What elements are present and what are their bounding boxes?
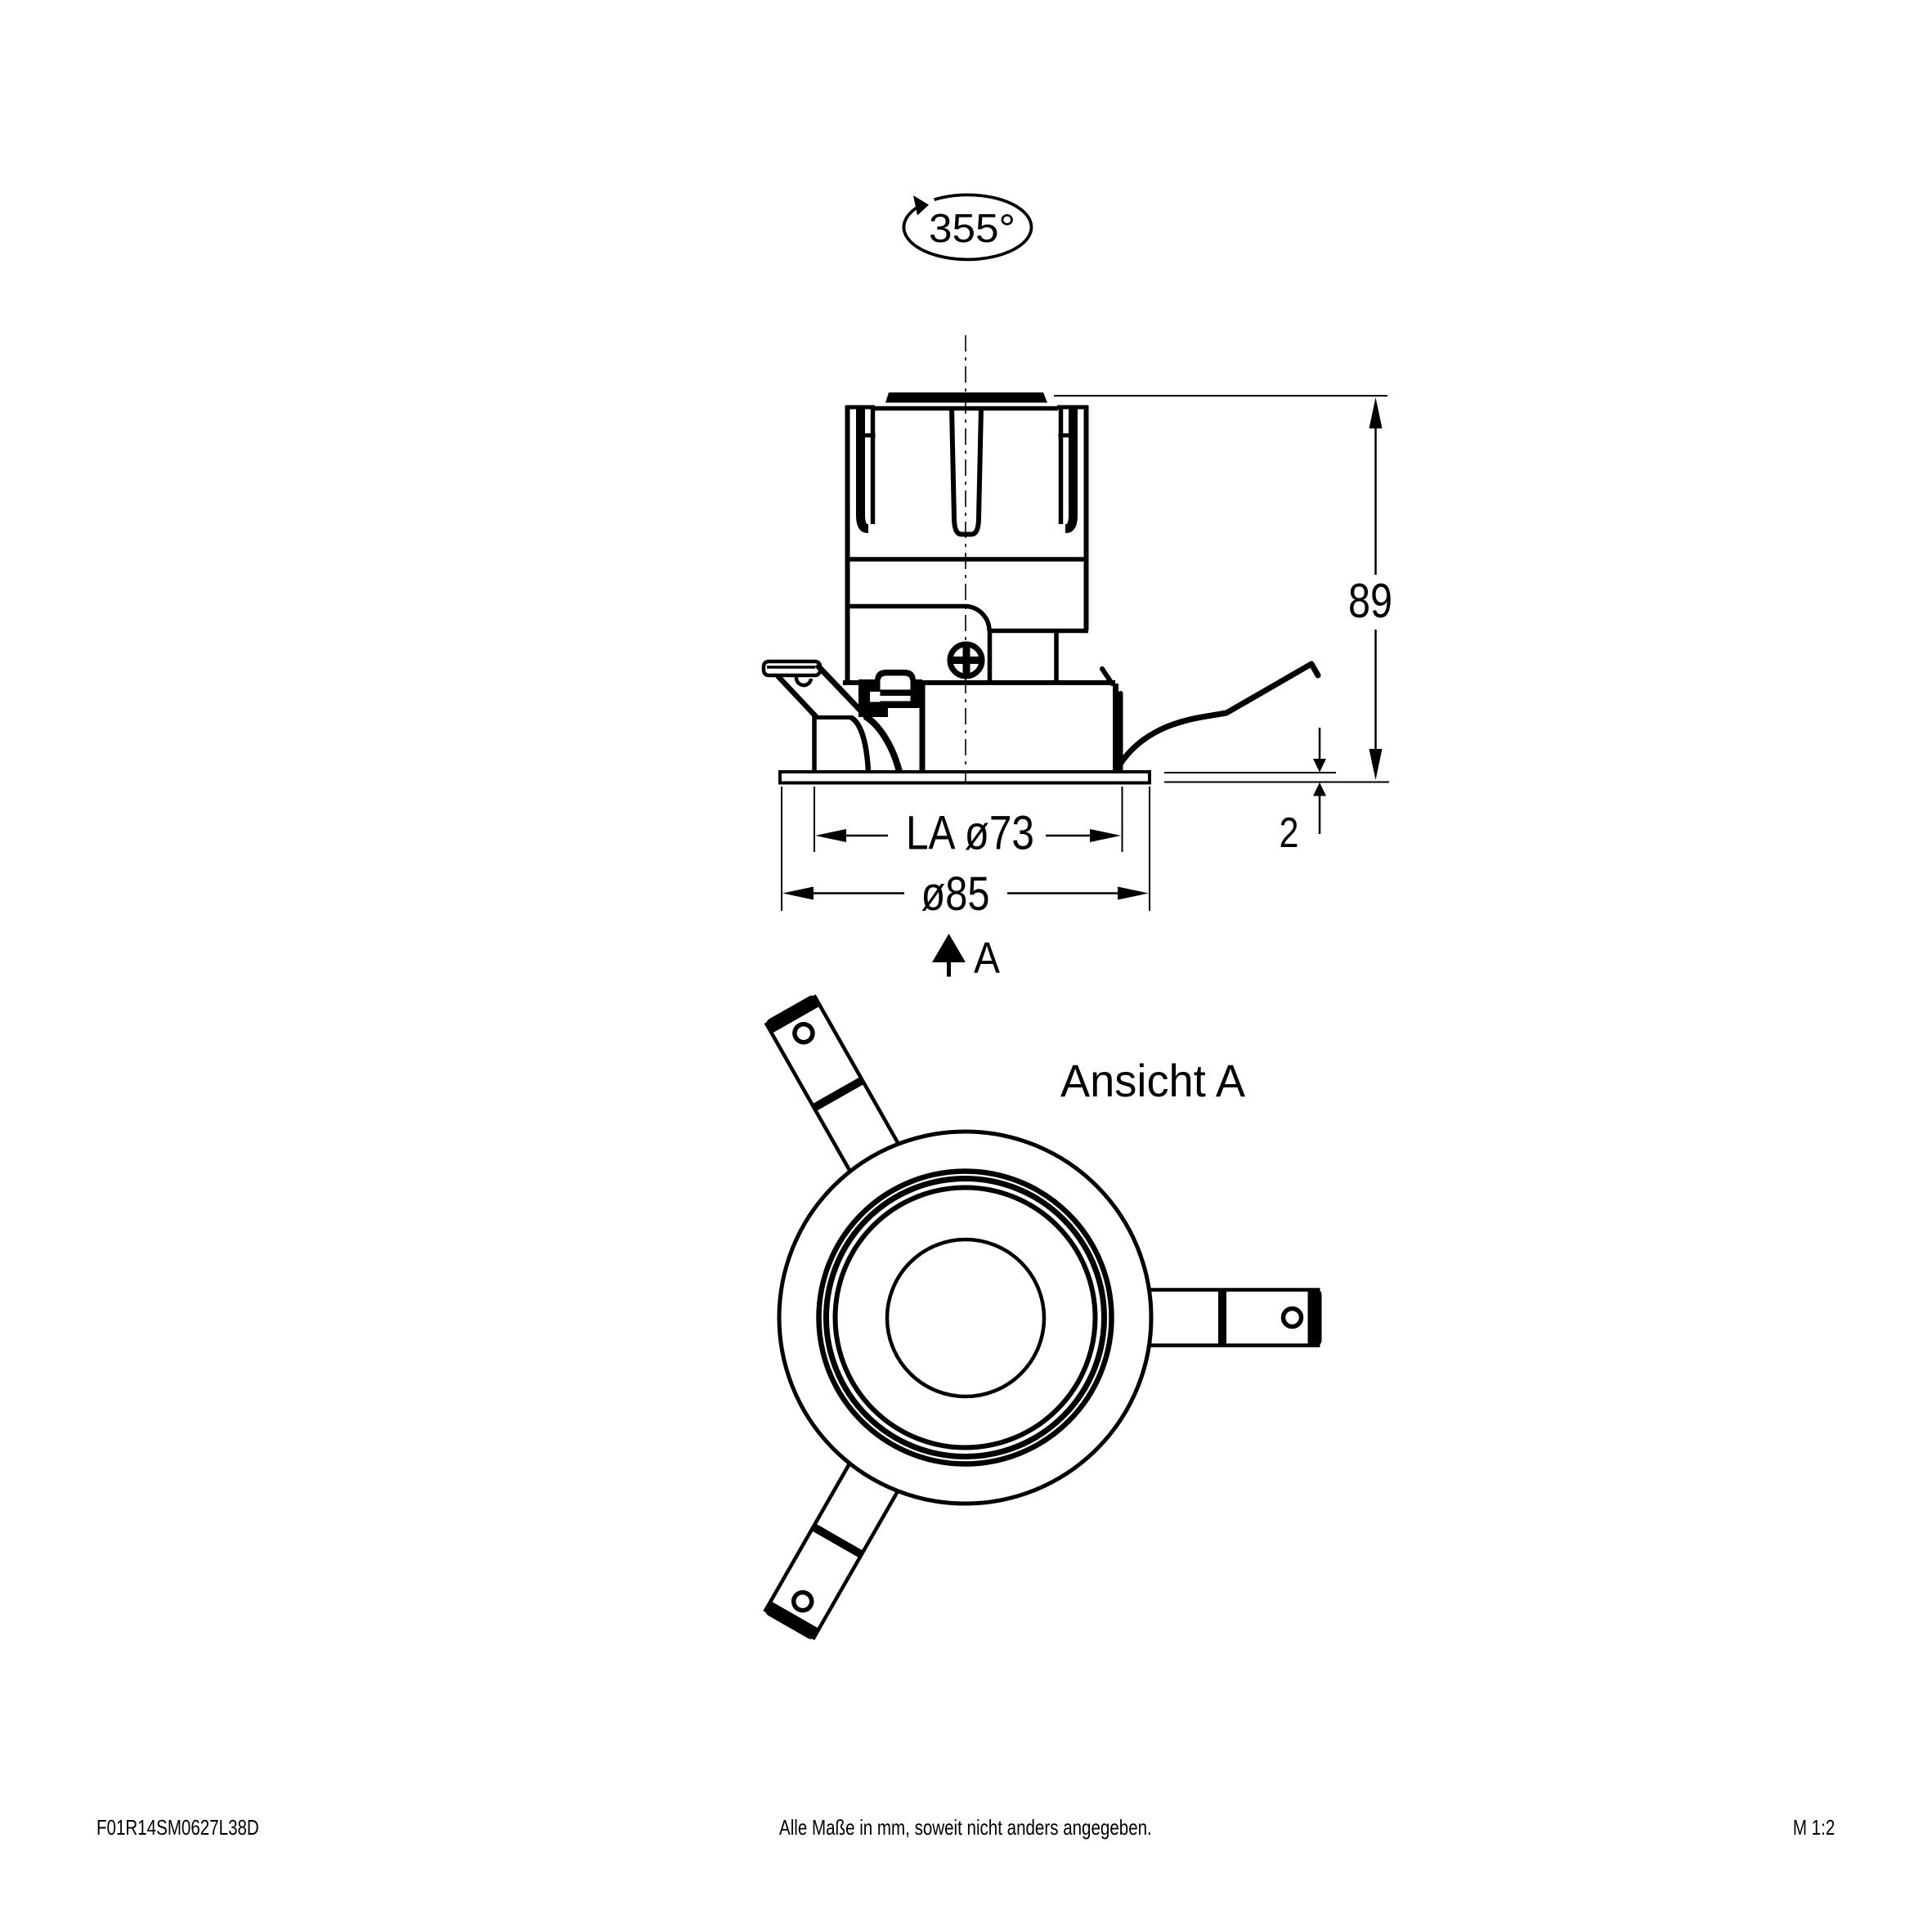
svg-text:A: A bbox=[974, 934, 1000, 983]
svg-text:Ansicht A: Ansicht A bbox=[1060, 1055, 1246, 1106]
svg-text:89: 89 bbox=[1348, 574, 1392, 628]
svg-text:LA ø73: LA ø73 bbox=[906, 807, 1034, 860]
svg-text:2: 2 bbox=[1280, 809, 1299, 857]
svg-text:355°: 355° bbox=[929, 207, 1015, 251]
svg-text:ø85: ø85 bbox=[921, 867, 990, 921]
